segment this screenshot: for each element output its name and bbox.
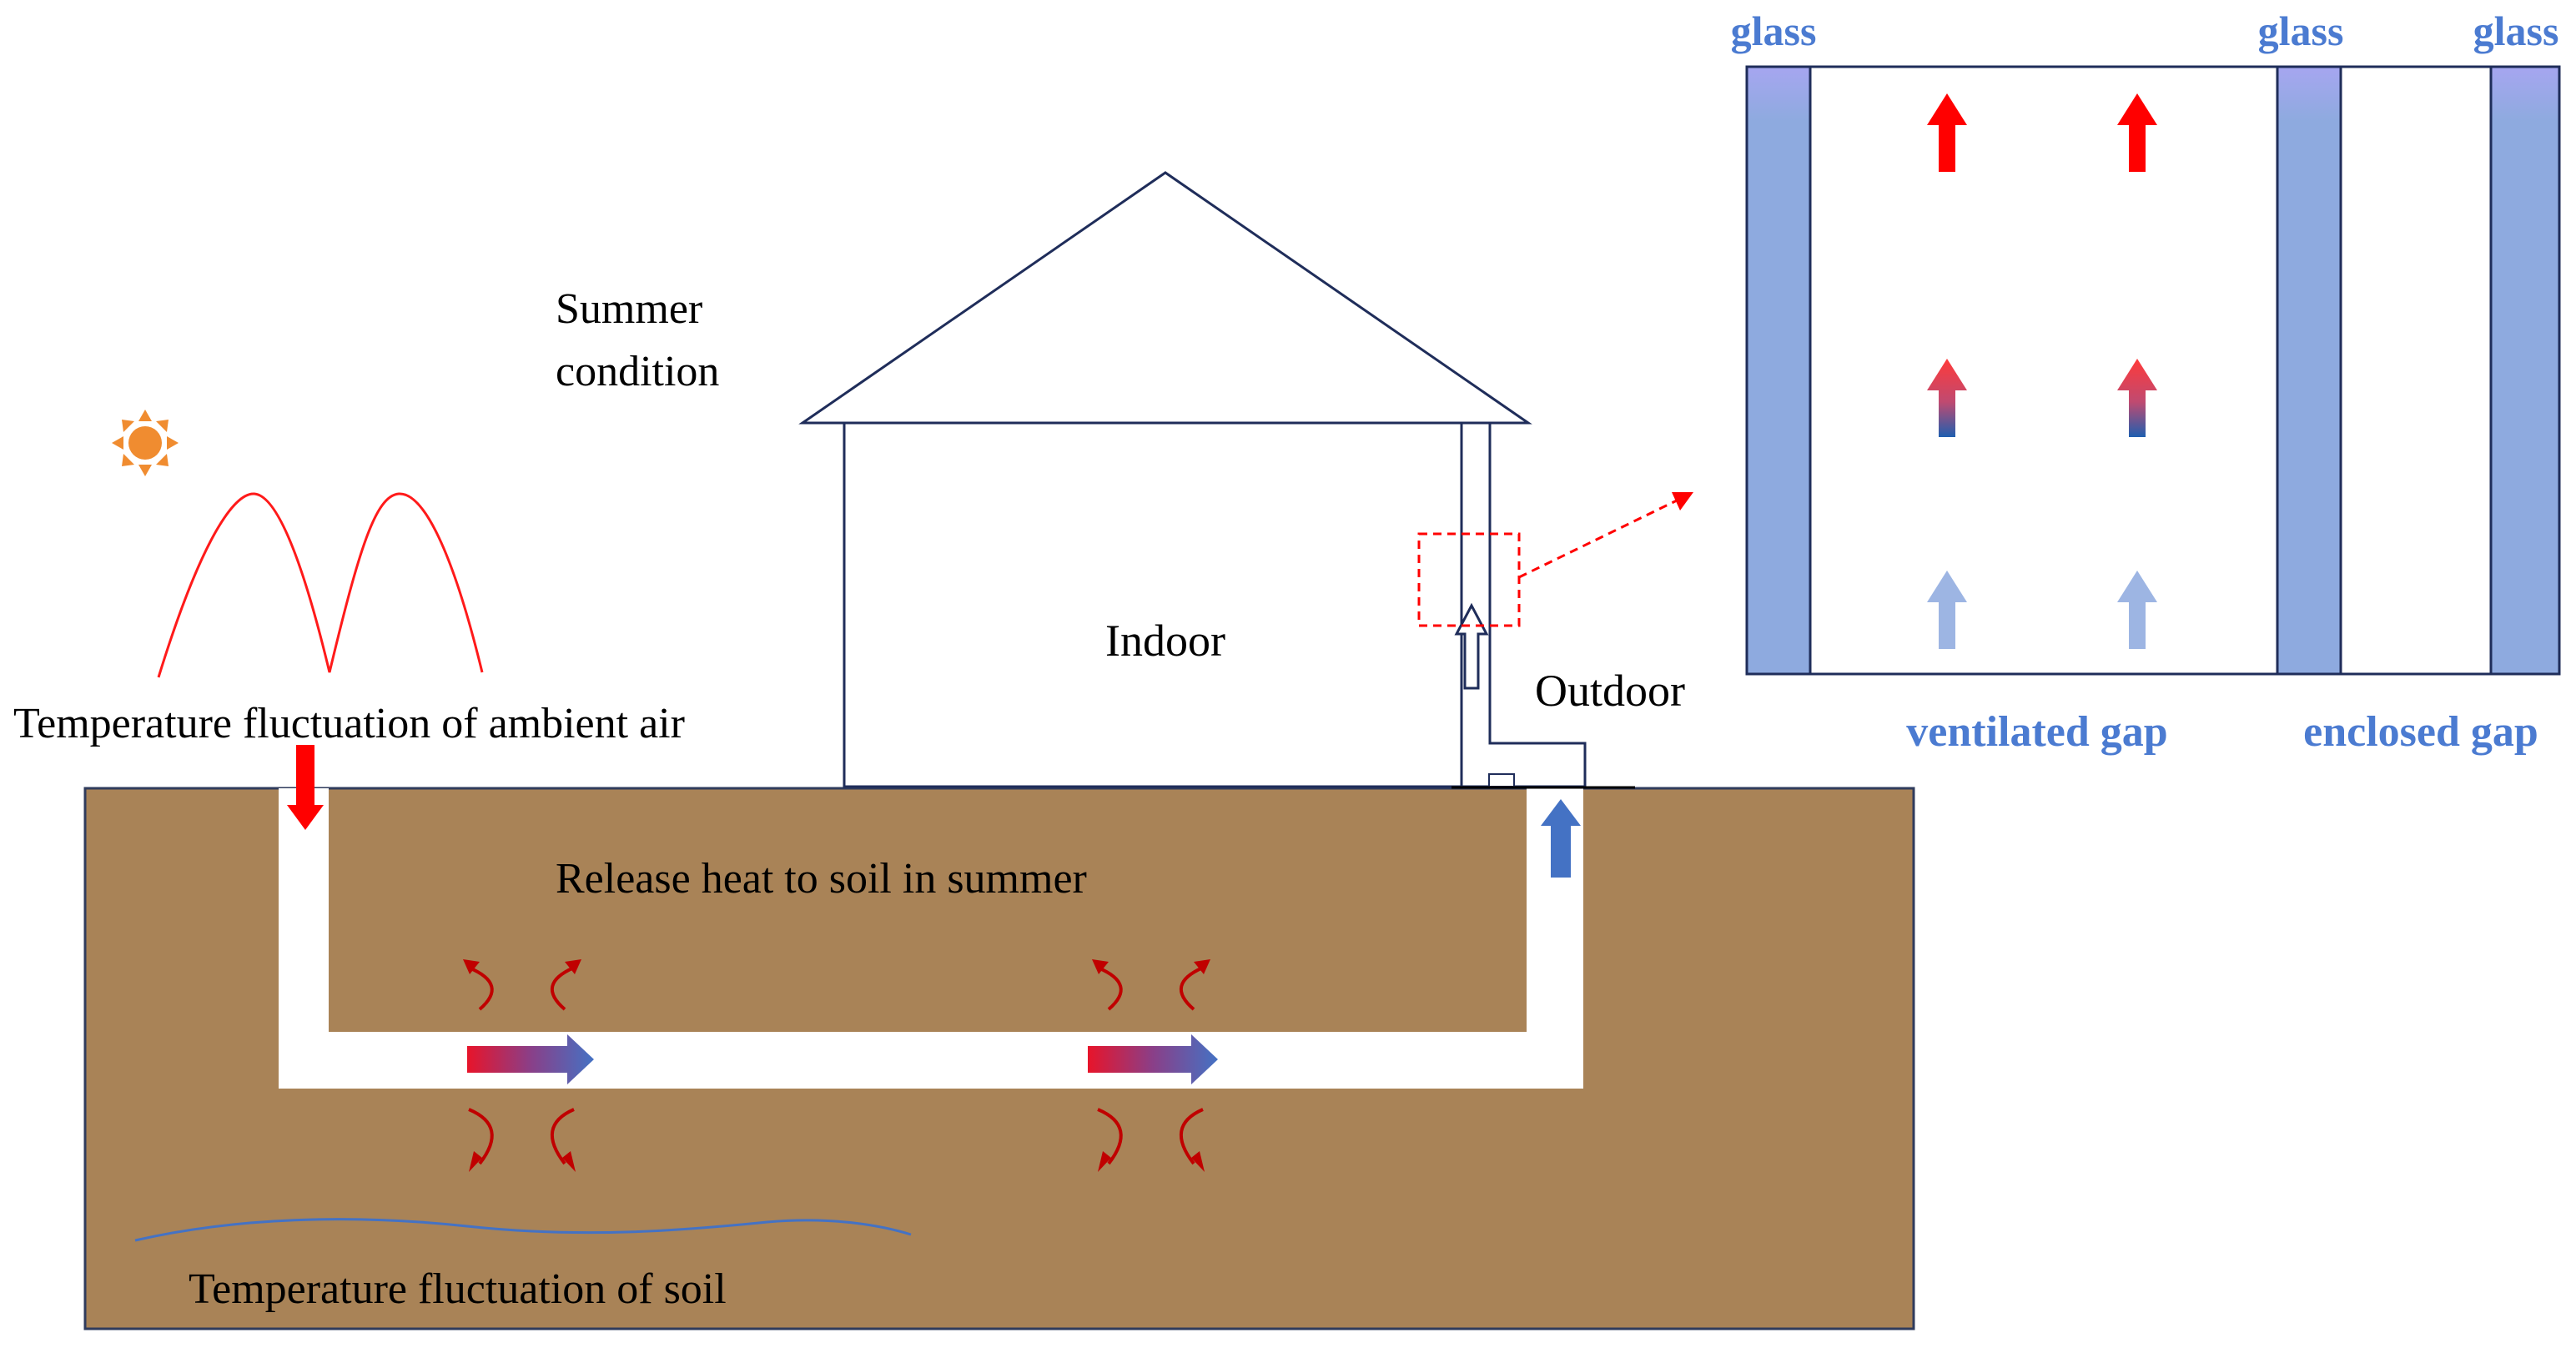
- indoor-label: Indoor: [1105, 616, 1225, 666]
- gap-hot-arrow-1: [1927, 93, 1967, 172]
- heat-release-arrows-lower-right: [1097, 1108, 1205, 1172]
- gap-cool-arrow-2: [2117, 571, 2157, 649]
- hot-air-inlet-arrow: [287, 745, 324, 830]
- buried-air-pipe: [279, 788, 1583, 1089]
- soil-fluctuation-label: Temperature fluctuation of soil: [189, 1265, 727, 1313]
- glass-label-right: glass: [2473, 8, 2559, 54]
- glass-pane-middle: [2276, 65, 2342, 676]
- detail-callout-arrowhead: [1672, 492, 1693, 511]
- summer-condition-label-line1: Summer: [556, 285, 702, 333]
- heat-release-arrows-upper-left: [463, 959, 581, 1011]
- glass-pane-left: [1745, 65, 1812, 676]
- glass-label-left: glass: [1731, 8, 1817, 54]
- sun-icon: [112, 410, 179, 476]
- glass-pane-right: [2489, 65, 2561, 676]
- ambient-air-fluctuation-label: Temperature fluctuation of ambient air: [13, 700, 685, 747]
- heat-release-arrows-upper-right: [1092, 959, 1210, 1011]
- gap-hot-arrow-2: [2117, 93, 2157, 172]
- enclosed-gap-label: enclosed gap: [2303, 708, 2538, 756]
- house-body: [843, 421, 1463, 788]
- pipe-airflow-arrow-2: [1088, 1034, 1218, 1084]
- cool-air-outlet-arrow: [1541, 799, 1581, 878]
- gap-cool-arrow-1: [1927, 571, 1967, 649]
- house-roof: [798, 171, 1532, 425]
- release-heat-label: Release heat to soil in summer: [556, 855, 1087, 903]
- glass-label-middle: glass: [2258, 8, 2344, 54]
- soil-temperature-wave: [134, 1218, 912, 1242]
- gap-warm-arrow-2: [2117, 359, 2157, 437]
- detail-panel-frame: [1745, 65, 2561, 676]
- detail-callout-box: [1417, 532, 1521, 627]
- duct-inlet-grille: [1488, 773, 1515, 787]
- pipe-airflow-arrow-1: [467, 1034, 594, 1084]
- facade-air-duct: [1460, 421, 1587, 788]
- ventilated-gap-label: ventilated gap: [1906, 708, 2167, 756]
- outdoor-label: Outdoor: [1535, 666, 1685, 716]
- heat-release-arrows-lower-left: [468, 1108, 576, 1172]
- ambient-temperature-wave: [157, 492, 484, 678]
- gap-warm-arrow-1: [1927, 359, 1967, 437]
- summer-condition-label-line2: condition: [556, 348, 719, 395]
- detail-callout-line: [1518, 499, 1678, 579]
